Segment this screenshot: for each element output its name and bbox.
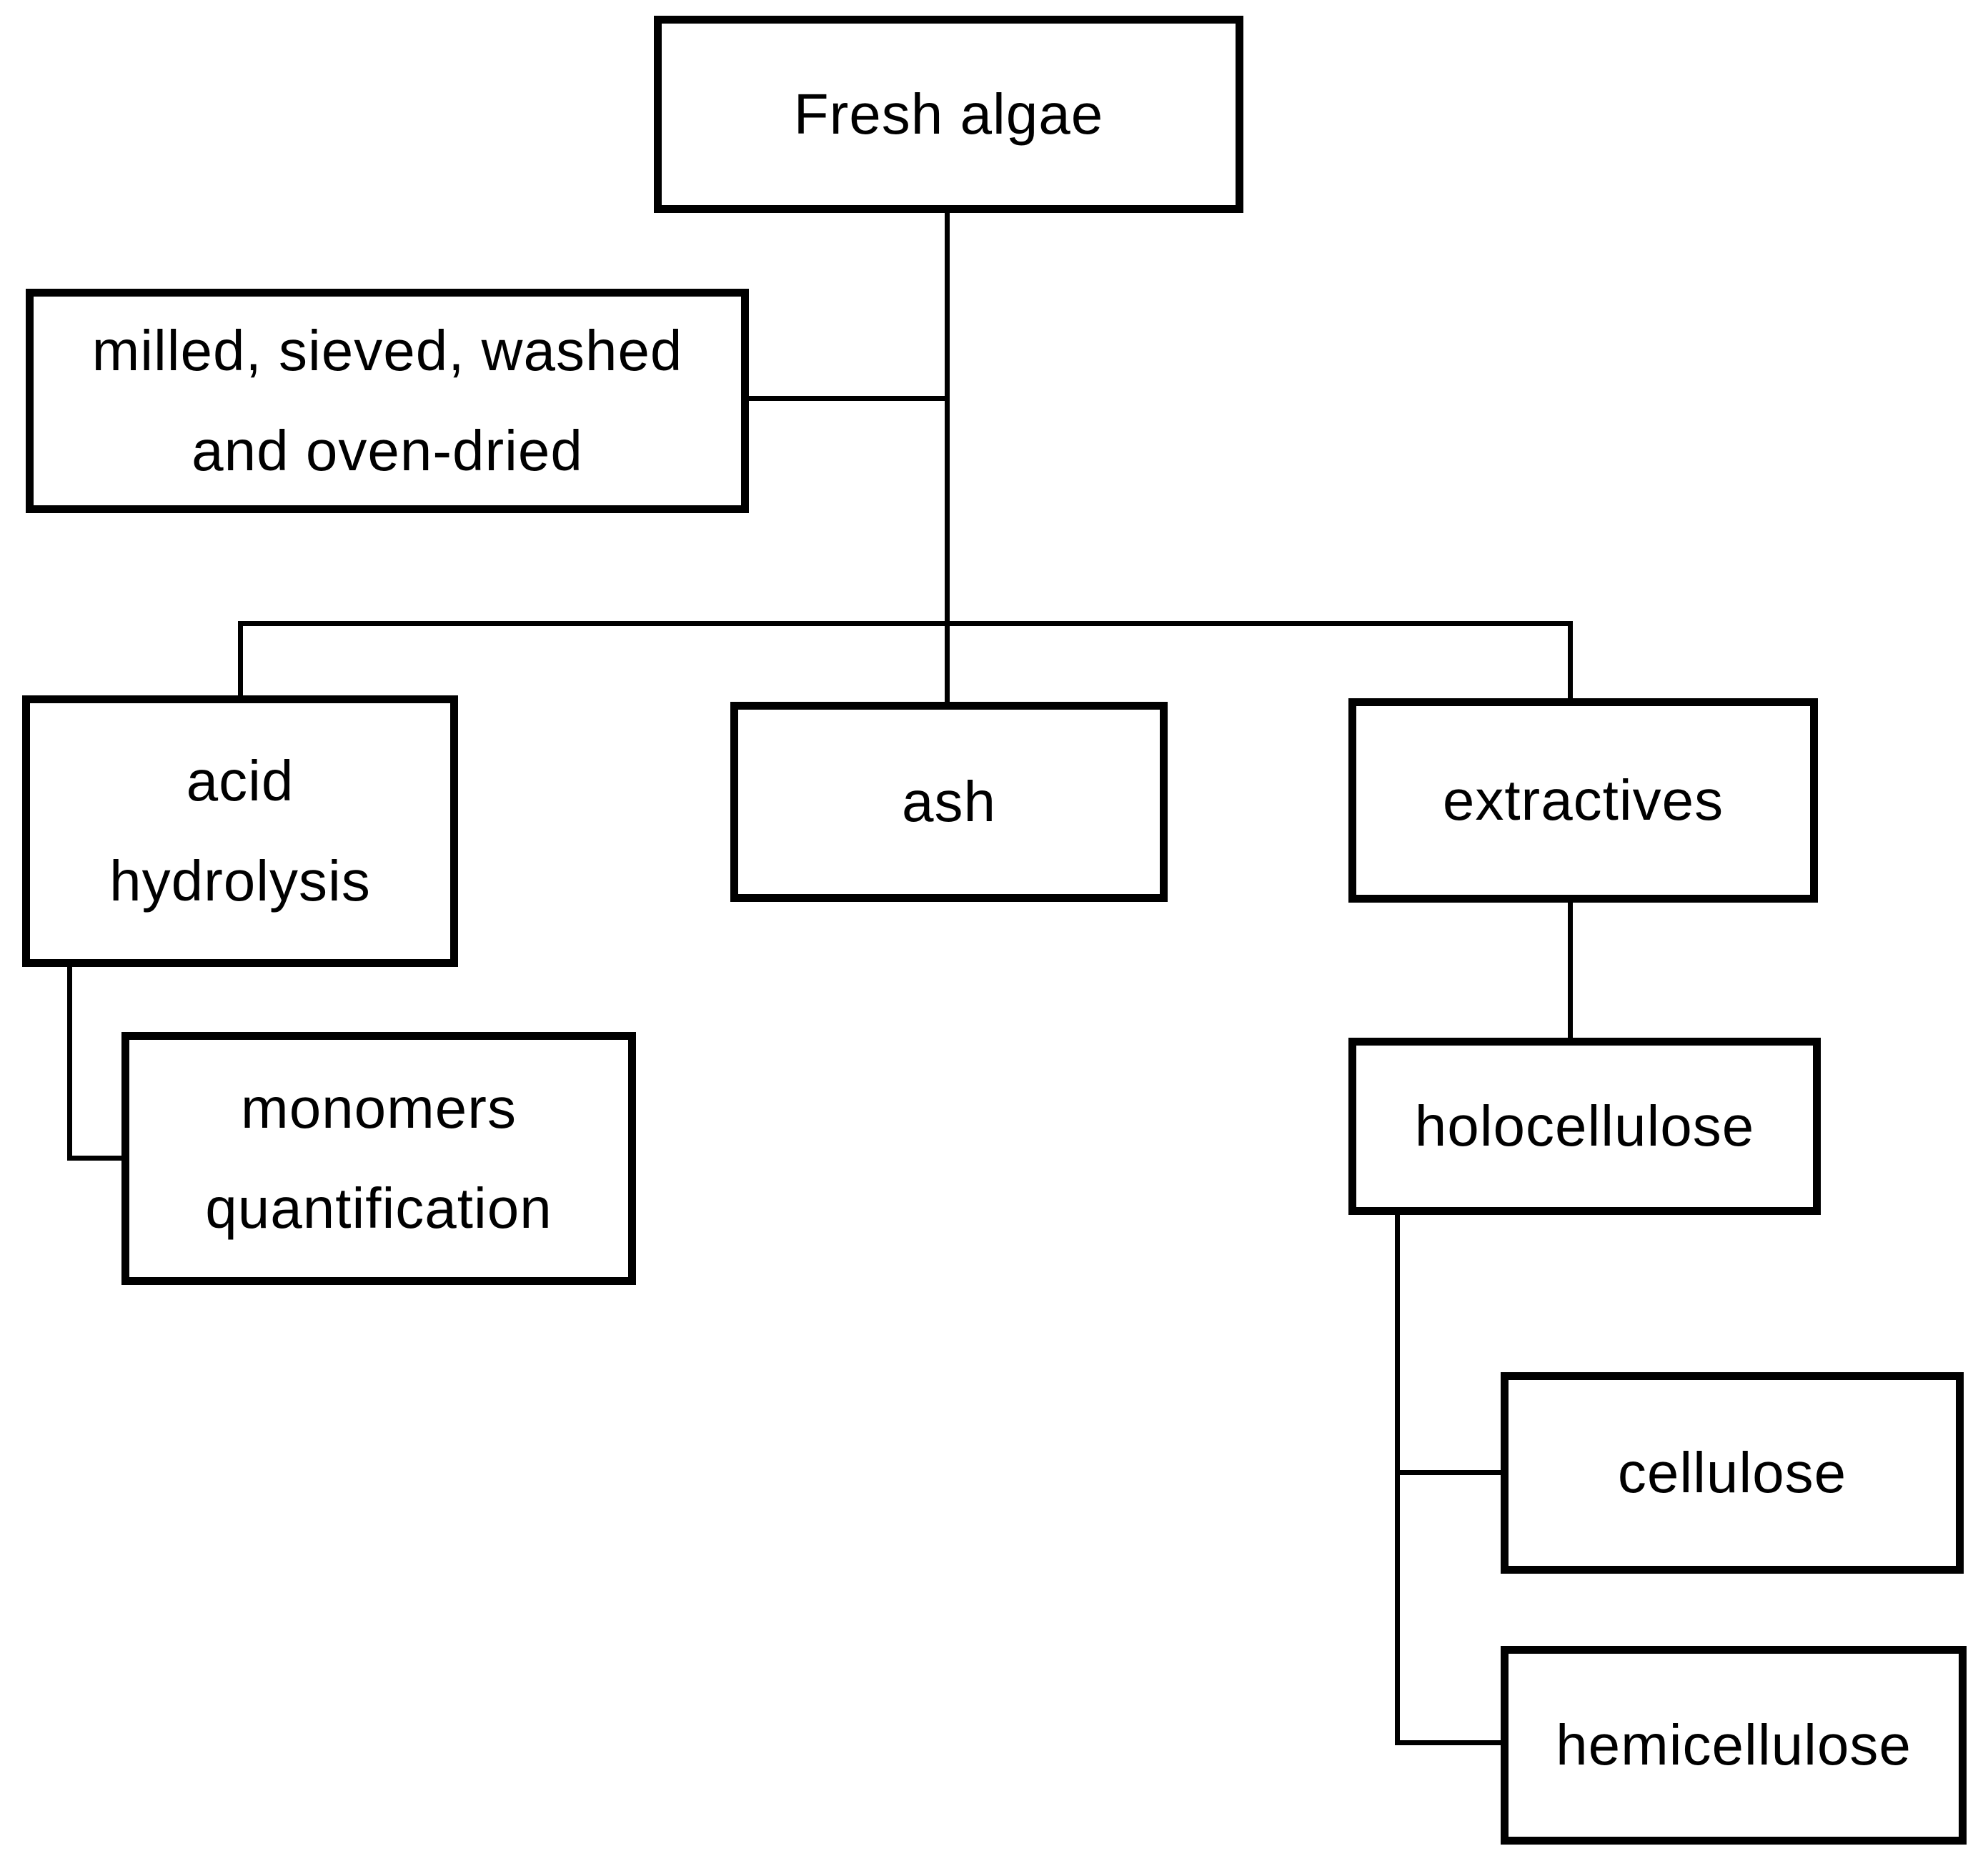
connector-cellulose-stub [1395, 1470, 1504, 1475]
connector-drop-extractives [1568, 621, 1573, 701]
connector-branch-horizontal [238, 621, 1573, 626]
connector-acid-monomers-vertical [67, 965, 72, 1161]
node-monomers-quantification: monomers quantification [121, 1032, 636, 1285]
connector-drop-acid-hydrolysis [238, 621, 243, 698]
node-label-extractives: extractives [1442, 768, 1724, 832]
node-acid-hydrolysis: acid hydrolysis [22, 695, 458, 967]
connector-pretreatment-horizontal [747, 396, 948, 401]
connector-hemicellulose-stub [1395, 1740, 1504, 1745]
connector-trunk-vertical [945, 212, 950, 705]
node-label-acid-hydrolysis: acid hydrolysis [109, 749, 371, 913]
node-fresh-algae: Fresh algae [654, 16, 1243, 213]
node-label-ash: ash [902, 770, 996, 833]
node-label-pretreatment: milled, sieved, washed and oven-dried [91, 319, 683, 482]
connector-extractives-holocellulose [1568, 900, 1573, 1041]
connector-acid-monomers-horizontal [67, 1156, 124, 1161]
node-holocellulose: holocellulose [1348, 1038, 1821, 1215]
node-cellulose: cellulose [1501, 1372, 1964, 1574]
node-hemicellulose: hemicellulose [1501, 1646, 1967, 1845]
node-label-cellulose: cellulose [1617, 1441, 1847, 1504]
node-ash: ash [730, 702, 1168, 902]
node-label-monomers-quantification: monomers quantification [205, 1076, 552, 1240]
node-extractives: extractives [1348, 698, 1818, 903]
node-label-holocellulose: holocellulose [1414, 1094, 1755, 1158]
connector-holocellulose-children-vertical [1395, 1213, 1400, 1744]
node-label-hemicellulose: hemicellulose [1556, 1713, 1912, 1777]
node-label-fresh-algae: Fresh algae [793, 82, 1104, 146]
node-pretreatment: milled, sieved, washed and oven-dried [26, 289, 749, 513]
